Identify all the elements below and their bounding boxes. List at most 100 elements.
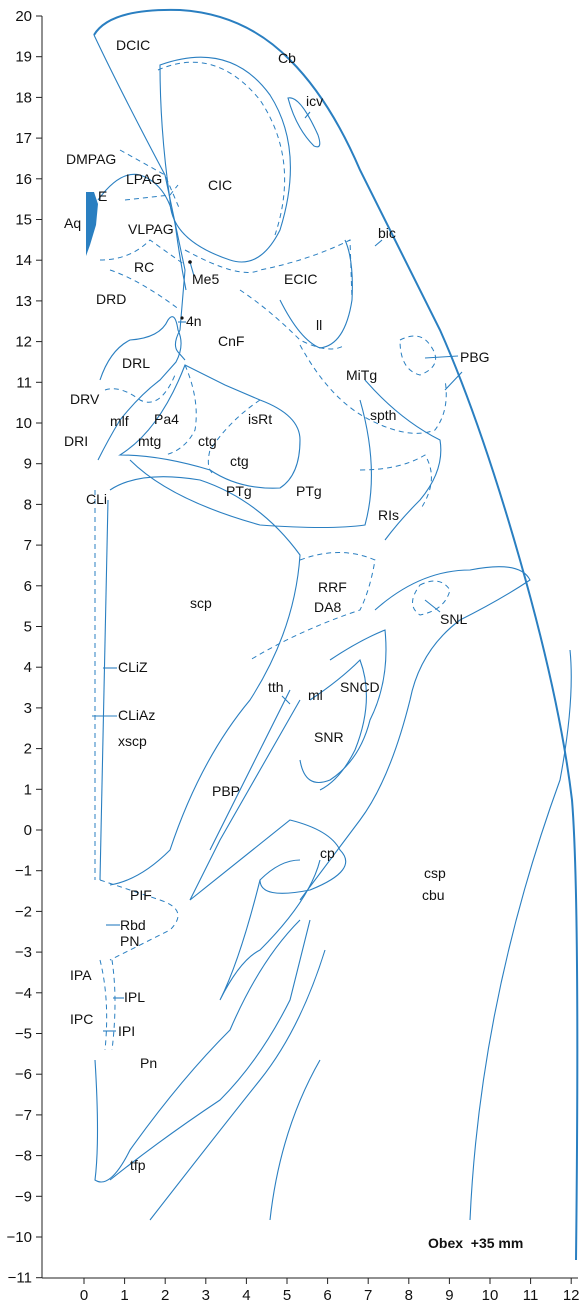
4n-dot: [180, 316, 184, 320]
label-4n: 4n: [186, 313, 202, 329]
y-tick-label: 20: [15, 8, 32, 25]
label-icv: icv: [306, 93, 323, 109]
label-ml: ml: [308, 687, 323, 703]
label-DCIC: DCIC: [116, 37, 150, 53]
tfp-line: [109, 919, 311, 1181]
label-DRI: DRI: [64, 433, 88, 449]
label-IPL: IPL: [124, 989, 145, 1005]
x-tick-label: 11: [523, 1287, 539, 1304]
pointer-lines: [92, 111, 463, 1032]
sncd-outline: [299, 629, 387, 784]
y-tick-label: −5: [15, 1026, 32, 1043]
label-ECIC: ECIC: [284, 271, 317, 287]
y-tick-label: 7: [24, 537, 32, 554]
lpag-boundary: [124, 184, 179, 201]
label-PIF: PIF: [130, 887, 152, 903]
drl-outline: [97, 316, 182, 461]
label-cp: cp: [320, 845, 335, 861]
x-tick-label: 7: [364, 1287, 372, 1304]
scp-outline: [109, 476, 301, 886]
label-CLiAz: CLiAz: [118, 707, 155, 723]
label-RC: RC: [134, 259, 154, 275]
y-tick-label: 8: [24, 496, 32, 513]
tth-line: [209, 689, 291, 851]
label-DA8: DA8: [314, 599, 341, 615]
label-IPA: IPA: [70, 967, 92, 983]
label-tfp: tfp: [130, 1157, 146, 1173]
label-PTg-1: PTg: [226, 483, 252, 499]
x-tick-label: 10: [482, 1287, 499, 1304]
label-ctg-1: ctg: [198, 433, 217, 449]
pn-outline: [94, 919, 301, 1183]
label-cbu: cbu: [422, 887, 445, 903]
x-tick-label: 6: [323, 1287, 331, 1304]
label-csp: csp: [424, 865, 446, 881]
label-MiTg: MiTg: [346, 367, 377, 383]
x-tick-label: 3: [202, 1287, 210, 1304]
fiber-line-1: [149, 949, 326, 1221]
y-tick-label: −2: [15, 903, 32, 920]
label-tth: tth: [268, 679, 284, 695]
inner-outline: [93, 34, 186, 361]
label-LPAG: LPAG: [126, 171, 162, 187]
label-IPC: IPC: [70, 1011, 93, 1027]
x-tick-label: 9: [445, 1287, 453, 1304]
label-CIC: CIC: [208, 177, 232, 193]
dmpag-boundary: [119, 149, 181, 211]
label-ll: ll: [316, 317, 322, 333]
label-E: E: [98, 188, 107, 204]
rc-boundary: [99, 239, 186, 266]
label-RIs: RIs: [378, 507, 399, 523]
y-tick-label: 16: [15, 171, 32, 188]
y-tick-label: 10: [15, 415, 32, 432]
label-ctg-2: ctg: [230, 453, 249, 469]
region-labels: DCIC Cb icv DMPAG LPAG CIC E Aq VLPAG bi…: [64, 37, 490, 1173]
label-CLiZ: CLiZ: [118, 659, 148, 675]
label-Pn: Pn: [140, 1055, 157, 1071]
label-Aq: Aq: [64, 215, 81, 231]
x-tick-label: 12: [563, 1287, 580, 1304]
y-tick-label: −9: [15, 1188, 32, 1205]
label-mtg: mtg: [138, 433, 161, 449]
ipc-dashed: [99, 959, 108, 1051]
label-PTg-2: PTg: [296, 483, 322, 499]
sn-outline: [299, 566, 531, 901]
y-tick-label: 9: [24, 456, 32, 473]
fiber-line-2: [269, 1059, 321, 1221]
label-RRF: RRF: [318, 579, 347, 595]
label-Rbd: Rbd: [120, 917, 146, 933]
fiber-line-3: [469, 649, 572, 1221]
y-tick-label: 18: [15, 89, 32, 106]
label-DRD: DRD: [96, 291, 126, 307]
cic-dashed: [157, 61, 286, 236]
label-PBG: PBG: [460, 349, 490, 365]
label-CnF: CnF: [218, 333, 244, 349]
pag-boundary: [97, 173, 187, 291]
y-tick-label: −10: [7, 1229, 32, 1246]
y-tick-label: 17: [15, 130, 32, 147]
label-SNL: SNL: [440, 611, 467, 627]
mitg-dashed: [299, 344, 447, 434]
ptg-outline: [129, 399, 372, 529]
x-tick-label: 5: [283, 1287, 291, 1304]
x-tick-label: 2: [161, 1287, 169, 1304]
mtg-outline: [118, 364, 301, 489]
label-PN: PN: [120, 933, 139, 949]
label-Me5: Me5: [192, 271, 219, 287]
label-PBP: PBP: [212, 783, 240, 799]
ml-line: [189, 699, 301, 901]
mlf-dashed: [104, 374, 176, 403]
y-tick-label: 5: [24, 619, 32, 636]
snr-outline: [309, 659, 367, 791]
y-tick-label: 2: [24, 741, 32, 758]
y-tick-label: 11: [16, 374, 32, 391]
outer-contour: [93, 8, 579, 1261]
label-SNCD: SNCD: [340, 679, 380, 695]
ctg-dashed: [207, 399, 261, 476]
y-tick-label: 13: [15, 293, 32, 310]
y-tick-label: 14: [15, 252, 32, 269]
label-Cb: Cb: [278, 50, 296, 66]
label-DRV: DRV: [70, 391, 100, 407]
